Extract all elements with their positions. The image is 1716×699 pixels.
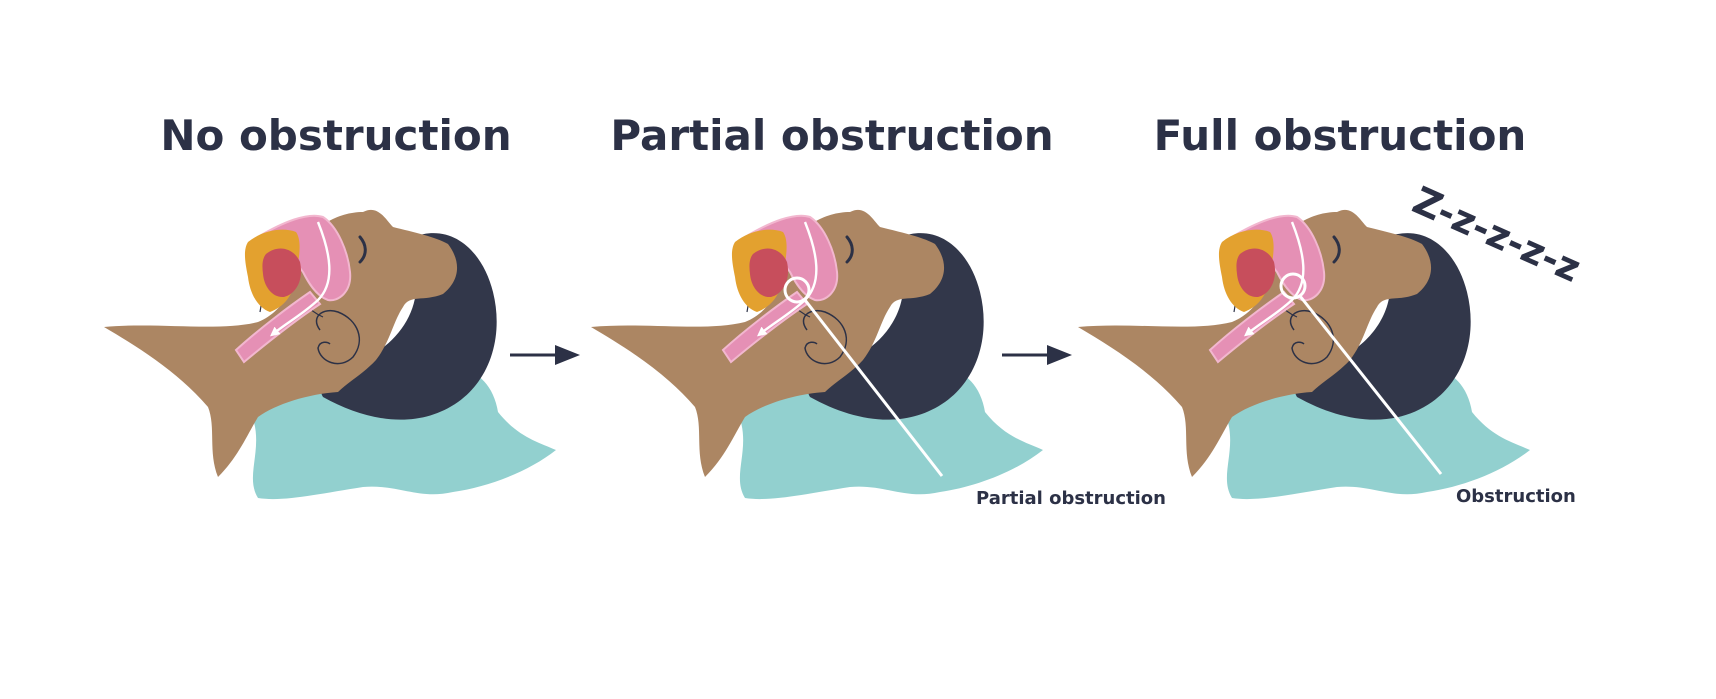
circle-marker-icon [783, 276, 811, 304]
stage-full-obstruction: Full obstruction Obstruction Z-z-z-z-z [1078, 111, 1587, 507]
right-arrow-icon [510, 345, 580, 365]
head-illustration [591, 210, 1043, 499]
stage-title: Partial obstruction [610, 111, 1053, 160]
stage-title: Full obstruction [1154, 111, 1527, 160]
stage-title: No obstruction [160, 111, 511, 160]
head-illustration [1078, 210, 1530, 499]
callout-label: Obstruction [1456, 486, 1576, 507]
callout-line [1298, 295, 1443, 475]
stage-no-obstruction: No obstruction [104, 111, 556, 499]
callout-label: Partial obstruction [976, 488, 1166, 509]
head-illustration [104, 210, 556, 499]
stage-partial-obstruction: Partial obstruction Partial obstruction [591, 111, 1166, 509]
right-arrow-icon [1002, 345, 1072, 365]
callout-line [803, 299, 944, 477]
circle-marker-icon [1279, 272, 1307, 300]
